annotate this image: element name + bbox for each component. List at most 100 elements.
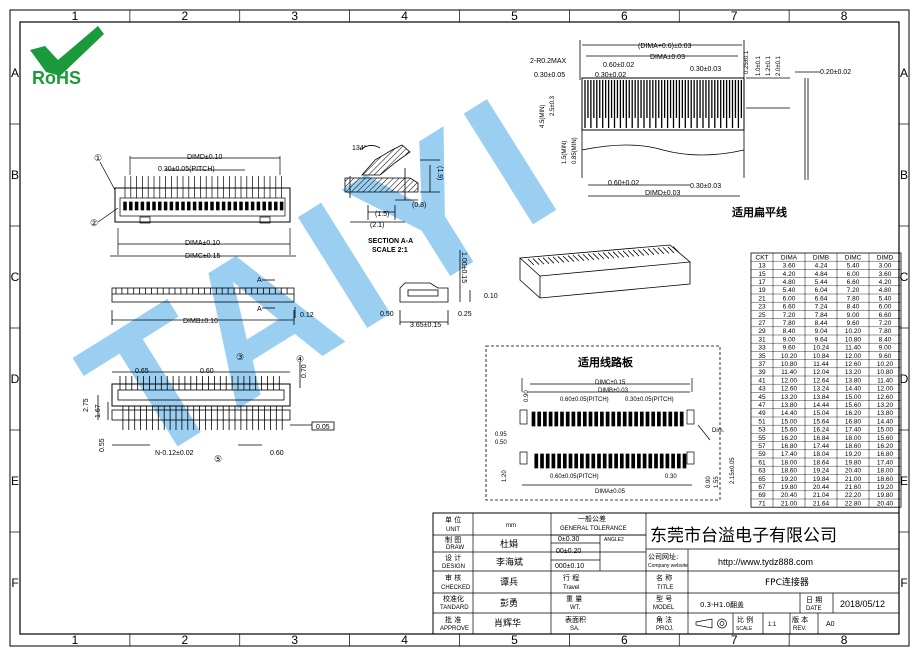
balloon-5: ⑤ — [214, 454, 222, 464]
pcb-pitch2: 0.30±0.05(PITCH) — [625, 397, 674, 403]
table-cell: 19.20 — [781, 476, 798, 483]
table-cell: 21.60 — [845, 484, 862, 491]
table-cell: 7.80 — [783, 320, 796, 327]
fpc-p03a: 0.30±0.05 — [534, 72, 565, 79]
zone-row-right: F — [900, 576, 907, 590]
table-cell: 53 — [758, 427, 766, 434]
table-cell: 15.00 — [877, 427, 894, 434]
std-en: TANDARD — [440, 605, 469, 611]
approve-cn: 批 准 — [445, 615, 461, 624]
table-header-cell: DIMB — [813, 254, 829, 261]
fpc-b030: 0.30±0.03 — [690, 183, 721, 190]
pcb-view — [519, 378, 711, 486]
table-cell: 12.00 — [845, 353, 862, 360]
top-pitch: 0.30±0.05(PITCH) — [158, 166, 215, 173]
fpc-view — [579, 40, 820, 197]
date-cn: 日 期 — [806, 596, 822, 604]
table-cell: 18.00 — [845, 435, 862, 442]
section-title: SECTION A-A — [368, 238, 413, 245]
check-icon — [30, 26, 104, 76]
table-cell: 18.04 — [813, 451, 830, 458]
approve-en: APPROVE — [440, 626, 469, 632]
table-cell: 25 — [758, 312, 766, 319]
front-view — [111, 279, 296, 325]
table-cell: 17.40 — [781, 451, 798, 458]
table-cell: 15.04 — [813, 410, 830, 417]
fpc-t20: 2.0±0.1 — [776, 55, 782, 76]
model-cn: 型 号 — [656, 594, 672, 603]
table-cell: 15.60 — [781, 427, 798, 434]
table-cell: 51 — [758, 418, 766, 425]
pcb-d030: 0.30 — [665, 474, 677, 480]
pcb-dimA: DIMA±0.05 — [595, 489, 626, 495]
zone-col-bottom: 8 — [841, 633, 848, 647]
std-name: 彭勇 — [500, 597, 518, 609]
tol-2: 00±0.20 — [556, 548, 581, 555]
table-cell: 43 — [758, 386, 766, 393]
zone-row-left: F — [11, 576, 18, 590]
wt-cn: 重 量 — [566, 595, 582, 603]
table-cell: 15.60 — [845, 402, 862, 409]
scale-en: SCALE — [736, 626, 753, 632]
table-cell: 6.04 — [815, 287, 828, 294]
table-cell: 21 — [758, 295, 766, 302]
pcb-d095: 0.95 — [495, 432, 507, 438]
table-cell: 7.20 — [879, 320, 892, 327]
table-cell: 17 — [758, 279, 766, 286]
rohs-text: RoHS — [32, 68, 81, 88]
table-header-cell: DIMD — [877, 254, 894, 261]
table-cell: 9.60 — [847, 320, 860, 327]
table-cell: 6.00 — [847, 271, 860, 278]
table-cell: 12.00 — [781, 377, 798, 384]
fpc-t025: 0.25±0.1 — [744, 50, 750, 74]
top-dimC: DIMC±0.15 — [185, 253, 220, 260]
zone-col-top: 3 — [291, 9, 298, 23]
model-val: 0.3-H1.0翻盖 — [700, 600, 744, 609]
table-cell: 21.64 — [813, 500, 830, 507]
table-cell: 45 — [758, 394, 766, 401]
scale-cn: 比 例 — [737, 615, 753, 624]
table-cell: 9.00 — [879, 345, 892, 352]
table-cell: 7.84 — [815, 312, 828, 319]
zone-col-bottom: 2 — [181, 633, 188, 647]
watermark-text: TAIYI — [49, 54, 595, 505]
table-cell: 7.24 — [815, 304, 828, 311]
zone-col-bottom: 6 — [621, 633, 628, 647]
rev-val: A0 — [826, 621, 835, 628]
sa-cn: 表面积 — [565, 615, 586, 624]
table-cell: 10.24 — [813, 345, 830, 352]
table-cell: 37 — [758, 361, 766, 368]
zone-col-top: 7 — [731, 9, 738, 23]
table-header-cell: DIMC — [845, 254, 862, 261]
zone-row-left: C — [11, 270, 20, 284]
table-cell: 4.80 — [783, 279, 796, 286]
table-cell: 14.40 — [877, 418, 894, 425]
table-cell: 9.00 — [783, 336, 796, 343]
table-cell: 8.40 — [879, 336, 892, 343]
table-cell: 6.00 — [879, 304, 892, 311]
side-view — [399, 250, 471, 325]
rev-cn: 版 本 — [792, 615, 808, 624]
table-cell: 13.20 — [781, 394, 798, 401]
table-cell: 10.20 — [845, 328, 862, 335]
table-cell: 14.40 — [845, 386, 862, 393]
fpc-t10: 1.0±0.1 — [756, 55, 762, 76]
design-name: 李海斌 — [496, 556, 523, 568]
table-cell: 65 — [758, 476, 766, 483]
table-cell: 47 — [758, 402, 766, 409]
pcb-d120: 1.20 — [502, 470, 508, 482]
front-d012: 0.12 — [300, 312, 314, 319]
table-cell: 21.04 — [813, 492, 830, 499]
pcb-v215: 2.15±0.05 — [730, 457, 736, 484]
table-cell: 69 — [758, 492, 766, 499]
title-block — [432, 512, 900, 635]
side-d100: 1.00±0.15 — [460, 252, 467, 283]
unit-en: UNIT — [446, 527, 460, 533]
table-cell: 27 — [758, 320, 766, 327]
table-cell: 17.44 — [813, 443, 830, 450]
check-name: 谭兵 — [500, 576, 518, 588]
pcb-v155: 1.55 — [714, 476, 720, 488]
bottom-d070: 0.70 — [301, 364, 308, 378]
isometric-view — [519, 244, 691, 299]
